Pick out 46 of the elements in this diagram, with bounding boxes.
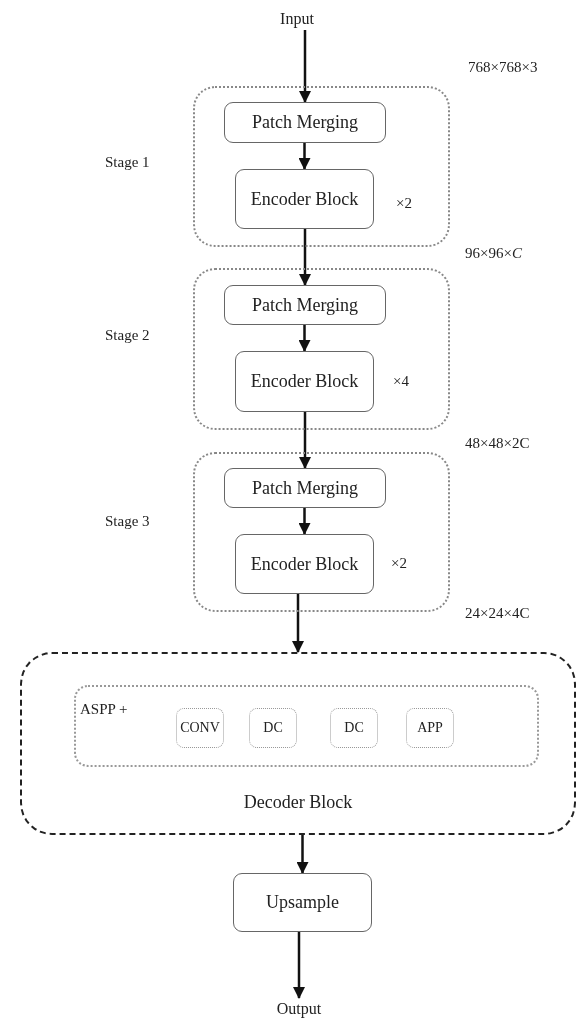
process-box <box>224 285 386 325</box>
dimension-label: 96×96×C <box>465 244 522 263</box>
box-label: Patch Merging <box>251 112 359 133</box>
process-box <box>224 468 386 508</box>
stage-label: Stage 2 <box>105 326 150 345</box>
repeat-count: ×2 <box>396 194 412 213</box>
arrow <box>296 835 309 874</box>
input-label: Input <box>262 8 332 30</box>
box-label: Encoder Block <box>250 188 359 210</box>
module-frame <box>74 685 539 767</box>
dimension-label: 768×768×3 <box>468 58 538 77</box>
arrow <box>298 143 311 170</box>
arrow <box>292 594 304 653</box>
arrow <box>298 325 311 352</box>
arrow <box>299 229 311 286</box>
box-label: APP <box>417 720 443 736</box>
box-label: Upsample <box>266 892 339 913</box>
box-label: Encoder Block <box>250 371 359 392</box>
stage-label: Stage 3 <box>105 512 150 531</box>
process-box <box>235 534 374 594</box>
output-label: Output <box>262 998 336 1022</box>
repeat-count: ×2 <box>391 554 407 573</box>
arrow <box>299 412 311 469</box>
dimension-label: 48×48×2C <box>465 434 530 453</box>
box-label: CONV <box>180 720 220 736</box>
box-label: Patch Merging <box>251 477 359 499</box>
stage-label: Stage 1 <box>105 153 150 172</box>
stage-frame <box>193 452 450 612</box>
group-label: ASPP + <box>80 700 128 719</box>
process-box <box>224 102 386 143</box>
decoder-frame <box>20 652 576 835</box>
stage-frame <box>193 86 450 247</box>
arrow <box>299 30 311 103</box>
dimension-label: 24×24×4C <box>465 604 530 623</box>
stage-frame <box>193 268 450 430</box>
group-label: Decoder Block <box>243 792 353 812</box>
process-box <box>233 873 372 932</box>
box-label: DC <box>263 720 283 736</box>
process-box <box>235 169 374 229</box>
box-label: Encoder Block <box>250 553 359 575</box>
process-box <box>235 351 374 412</box>
arrow <box>293 932 305 999</box>
repeat-count: ×4 <box>393 372 409 391</box>
box-label: DC <box>344 720 364 736</box>
box-label: Patch Merging <box>251 294 359 316</box>
arrow <box>298 508 311 535</box>
